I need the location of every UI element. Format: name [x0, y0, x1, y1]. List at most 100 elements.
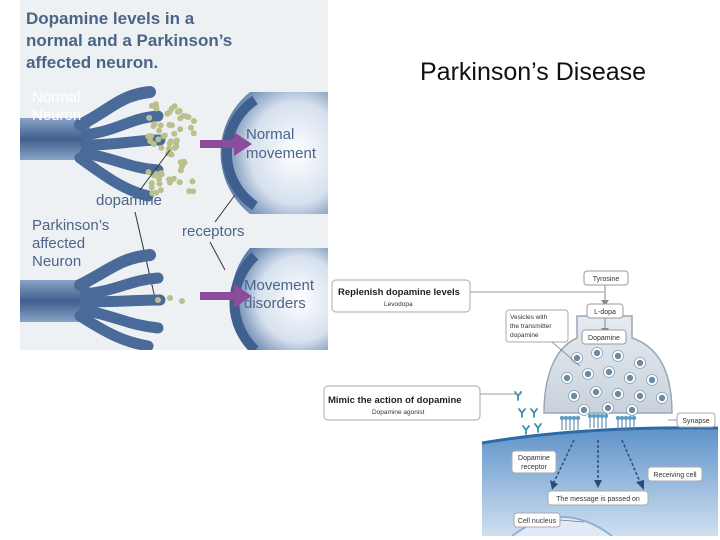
vesicle — [591, 347, 603, 359]
dopamine-dot — [173, 143, 180, 150]
receptors-label: receptors — [182, 223, 245, 240]
normal-neuron-label-1: Normal — [32, 89, 80, 106]
normal-neuron-terminals — [20, 86, 166, 202]
ldopa-label: L-dopa — [594, 309, 616, 316]
dopamine-dot — [188, 124, 194, 131]
dopamine-dot — [156, 127, 163, 134]
tyrosine-label: Tyrosine — [593, 276, 620, 283]
pd-neuron-label-2: affected — [32, 235, 85, 252]
vesicle — [646, 374, 658, 386]
dopamine-label: dopamine — [96, 192, 162, 209]
dopamine-dot — [160, 133, 167, 140]
vesicle — [624, 372, 636, 384]
dopamine-synapse-figure: Tyrosine L-dopa Dopamine Replenish dopam… — [323, 270, 718, 536]
message-box — [547, 490, 649, 506]
dopamine-dot — [146, 114, 153, 121]
vesicle — [561, 372, 573, 384]
dopamine-dot — [148, 133, 155, 139]
dopamine-dot — [177, 126, 184, 133]
dopamine-dot — [186, 188, 193, 195]
dopamine-dot — [156, 180, 163, 187]
dopamine-dot — [157, 187, 164, 194]
dopamine-dot — [158, 144, 165, 151]
dopamine-dot — [151, 121, 158, 128]
normal-movement-label-2: movement — [246, 145, 317, 162]
mimic-sub: Dopamine agonist — [372, 409, 425, 416]
nucleus-label: Cell nucleus — [518, 518, 557, 525]
slide-title: Parkinson’s Disease — [420, 58, 647, 86]
dopamine-dot — [168, 105, 175, 112]
dopamine-dot — [167, 122, 174, 129]
movement-disorders-label-1: Movement — [244, 277, 315, 294]
vesicle — [571, 352, 583, 364]
normal-receptor-cell — [220, 92, 328, 214]
pd-neuron-terminals — [20, 249, 166, 350]
vesicles-label-3: dopamine — [510, 332, 539, 339]
dopamine-dot — [180, 158, 187, 165]
message-label: The message is passed on — [556, 496, 640, 503]
vesicle — [582, 368, 594, 380]
agonist-molecule — [530, 408, 538, 418]
replenish-sub: Levodopa — [384, 301, 413, 308]
dopamine-vesicles — [561, 347, 668, 416]
dopamine-dot — [167, 138, 174, 145]
dopamine-dot — [145, 169, 152, 176]
movement-disorders-label-2: disorders — [244, 295, 306, 312]
dopamine-dot — [152, 101, 159, 108]
dopamine-dots-pd — [155, 295, 185, 304]
synapse-box — [676, 412, 716, 428]
vesicle — [603, 366, 615, 378]
vesicle — [634, 357, 646, 369]
figure-heading-line3: affected neuron. — [26, 53, 158, 72]
dopamine-dot — [178, 163, 185, 170]
replenish-title: Replenish dopamine levels — [338, 287, 460, 298]
tyrosine-box — [583, 270, 629, 286]
vesicles-box — [505, 309, 569, 343]
agonist-molecule — [514, 391, 522, 401]
figure-heading-line1: Dopamine levels in a — [26, 9, 195, 28]
dopamine-dot — [166, 145, 172, 152]
dopamine-dot — [164, 110, 171, 117]
dopamine-dot — [190, 118, 197, 124]
movement-disorders-arrow — [200, 284, 252, 308]
receptor-label-2: receptor — [521, 464, 547, 471]
receptor — [587, 413, 609, 428]
normal-movement-label-1: Normal — [246, 126, 294, 143]
dopamine-dot — [170, 175, 177, 182]
dopamine-dot — [182, 113, 189, 120]
receptor — [615, 415, 637, 430]
dopamine-dot — [155, 136, 162, 143]
dopamine-dot — [166, 179, 173, 186]
dopamine-dot — [156, 175, 162, 182]
vesicle — [656, 392, 668, 404]
dopamine-dot — [148, 180, 155, 187]
vesicle — [626, 404, 638, 416]
dopamine-dot — [148, 184, 155, 191]
receiving-cell-box — [647, 466, 703, 482]
pd-receptor-cell — [231, 248, 328, 350]
vesicle — [612, 388, 624, 400]
agonist-molecule — [522, 425, 530, 435]
vesicle — [634, 390, 646, 402]
receptor-label-1: Dopamine — [518, 455, 550, 462]
dopamine-dot — [149, 190, 156, 197]
dopamine-dot — [158, 170, 164, 176]
receiving-cell-label: Receiving cell — [653, 472, 697, 479]
figure-heading-line2: normal and a Parkinson’s — [26, 31, 232, 50]
vesicle — [602, 402, 614, 414]
dopamine-dot — [157, 122, 164, 129]
dopamine-dot — [189, 178, 196, 185]
dopamine-dot — [190, 130, 197, 137]
vesicle — [590, 386, 602, 398]
vesicle — [568, 390, 580, 402]
normal-neuron-label-2: Neuron — [32, 107, 81, 124]
dopamine-agonist-molecules — [514, 391, 542, 435]
mimic-box — [323, 385, 481, 421]
dopamine-box — [581, 329, 627, 345]
neuron-comparison-figure: Dopamine levels in a normal and a Parkin… — [20, 0, 328, 350]
dopamine-receptors — [559, 413, 637, 430]
dopamine-dot — [151, 172, 157, 179]
dopamine-chain-label: Dopamine — [588, 335, 620, 342]
receptor-box — [511, 450, 557, 474]
pd-neuron-label-3: Neuron — [32, 253, 81, 270]
